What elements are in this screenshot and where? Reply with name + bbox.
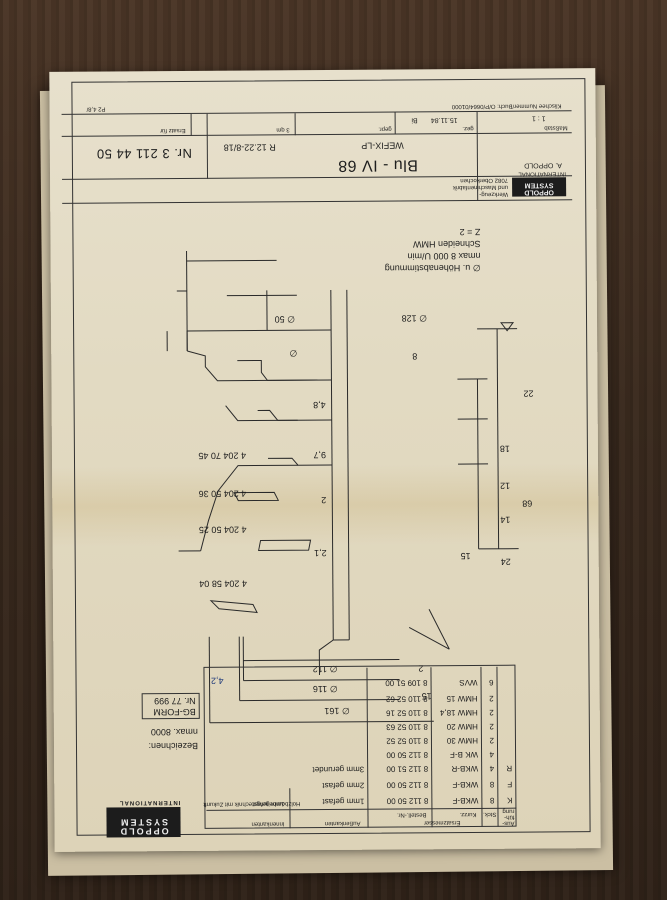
handwritten-mark: 4,2 <box>210 675 224 686</box>
bezeichnen-label: Bezeichnen: <box>148 740 199 752</box>
dim-18: 18 <box>499 443 510 454</box>
header-stk: Stck. <box>483 810 497 817</box>
oppold-system-logo: OPPOLD SYSTEM <box>106 807 181 838</box>
part-code-3: 4 204 50 25 <box>198 524 247 535</box>
datum-triangle <box>500 322 515 332</box>
cutting-edge-1 <box>187 350 318 382</box>
dim-d-inner: ∅ <box>289 348 298 359</box>
bottom-hub-outline <box>318 639 350 676</box>
dim-2-small: 2 <box>321 494 327 506</box>
dim-line-68 <box>496 328 500 549</box>
cut-direction-arrow <box>428 609 450 650</box>
part-code-4: 4 204 58 04 <box>199 578 247 589</box>
dim-d128: ∅ 128 <box>401 313 428 324</box>
dim-24: 24 <box>500 556 511 567</box>
middle-knife-insert <box>233 491 280 502</box>
knife-seat-3 <box>267 457 333 466</box>
spindle-axis-line <box>346 289 350 640</box>
dim-22: 22 <box>523 388 534 399</box>
knife-seat-1 <box>237 359 332 381</box>
knife-seat-2 <box>257 409 332 421</box>
header-aussen: Außenkanten <box>324 819 361 827</box>
cutter-top-outline <box>186 329 332 351</box>
lower-knife-insert <box>209 600 258 614</box>
bezeichnen-nmax: nmax. 8000 <box>150 726 198 738</box>
cutter-profile-drawing <box>166 250 519 724</box>
dim-15-edge: 15 <box>460 550 471 562</box>
bg-form-label: BG-FORM <box>153 706 196 718</box>
header-bestell: Bestell.-Nr. <box>397 811 427 818</box>
logo-international: INTERNATIONAL <box>118 799 181 806</box>
dim-4-8: 4,8 <box>313 399 326 411</box>
dim-68: 68 <box>522 498 533 509</box>
header-rung: rung <box>502 807 515 814</box>
header-aus: Aus- <box>502 819 515 826</box>
header-innen: Innenkanten <box>251 820 285 827</box>
header-fuh: füh- <box>504 813 515 820</box>
drawing-content-upside-down: OPPOLD SYSTEM INTERNATIONAL Werkzeug- un… <box>49 68 600 852</box>
header-kurz: Kurzz. <box>459 810 477 818</box>
dim-9-7: 9,7 <box>313 449 326 461</box>
part-code-2: 4 204 50 36 <box>198 488 247 499</box>
technical-drawing-sheet: OPPOLD SYSTEM INTERNATIONAL Werkzeug- un… <box>49 68 601 852</box>
header-right-note: 1mm gefast <box>253 800 285 807</box>
cutting-edge-3 <box>200 464 299 551</box>
part-code-1: 4 204 70 45 <box>198 450 247 461</box>
cutting-edge-2 <box>225 405 298 422</box>
dim-d50: ∅ 50 <box>274 314 296 325</box>
dim-extension-161 <box>208 636 211 723</box>
header-ersatz: Ersatzmesser <box>423 819 461 826</box>
dim-2-1: 2,1 <box>314 547 327 559</box>
dim-12: 12 <box>500 480 511 491</box>
dim-14: 14 <box>500 514 511 525</box>
bg-form-number: Nr. 77 999 <box>154 695 196 707</box>
dim-8: 8 <box>412 351 418 362</box>
upper-knife-insert <box>258 539 312 551</box>
dim-line-50 <box>186 259 277 262</box>
